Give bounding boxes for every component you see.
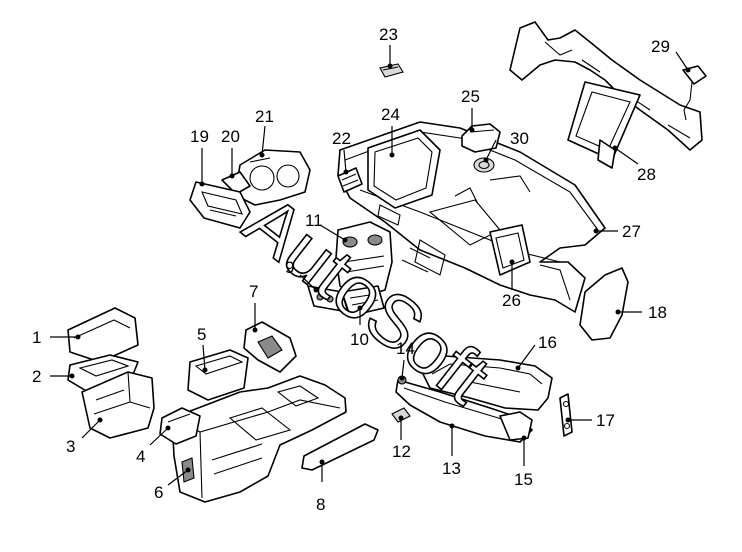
part-15-knee-panel	[499, 411, 533, 441]
callout-15: 15	[514, 470, 533, 489]
callout-30: 30	[510, 129, 529, 148]
callout-22: 22	[332, 129, 351, 148]
leader-lines	[50, 45, 691, 486]
callout-26: 26	[502, 291, 521, 310]
callout-17: 17	[596, 411, 615, 430]
callout-29: 29	[651, 37, 670, 56]
callout-24: 24	[381, 105, 400, 124]
callout-20: 20	[221, 127, 240, 146]
part-17-bracket	[559, 393, 573, 437]
part-8-side-panel	[301, 423, 379, 471]
callout-8: 8	[316, 495, 325, 514]
callout-12: 12	[392, 442, 411, 461]
callout-7: 7	[249, 282, 258, 301]
callout-13: 13	[442, 459, 461, 478]
part-28-crossbar-bracket	[509, 21, 703, 169]
part-4-front-trim	[159, 407, 201, 445]
callout-4: 4	[136, 447, 145, 466]
callout-11: 11	[305, 211, 323, 230]
part-18-end-cap	[579, 267, 629, 341]
part-5-bin	[187, 349, 249, 401]
callout-18: 18	[648, 303, 667, 322]
callout-19: 19	[190, 127, 209, 146]
callout-16: 16	[538, 333, 557, 352]
callout-1: 1	[32, 328, 41, 347]
part-19-cluster-housing	[189, 181, 251, 229]
callout-21: 21	[255, 107, 274, 126]
callout-2: 2	[32, 367, 41, 386]
callout-27: 27	[622, 222, 641, 241]
callout-23: 23	[379, 25, 398, 44]
part-11-center-trim	[335, 221, 393, 299]
callout-28: 28	[637, 165, 656, 184]
callout-labels: 1 2 3 4 5 6 7 8 9 10 11 12 13 14 15 16 1…	[32, 25, 670, 514]
callout-10: 10	[350, 330, 369, 349]
callout-14: 14	[396, 339, 415, 358]
part-10-control-unit	[341, 285, 385, 317]
part-30-grille	[473, 157, 495, 173]
callout-3: 3	[66, 437, 75, 456]
part-1-lid	[67, 307, 139, 363]
part-9-vent-panel	[307, 285, 349, 313]
callout-6: 6	[154, 483, 163, 502]
part-22-side-vent	[337, 167, 363, 193]
part-26-center-panel	[489, 224, 531, 276]
part-12-clip	[391, 407, 411, 423]
callout-9: 9	[285, 258, 294, 277]
part-7-shift-cover	[243, 321, 297, 373]
part-24-hood	[367, 129, 441, 209]
callout-25: 25	[461, 87, 480, 106]
callout-5: 5	[197, 325, 206, 344]
part-25-cover	[461, 123, 501, 153]
